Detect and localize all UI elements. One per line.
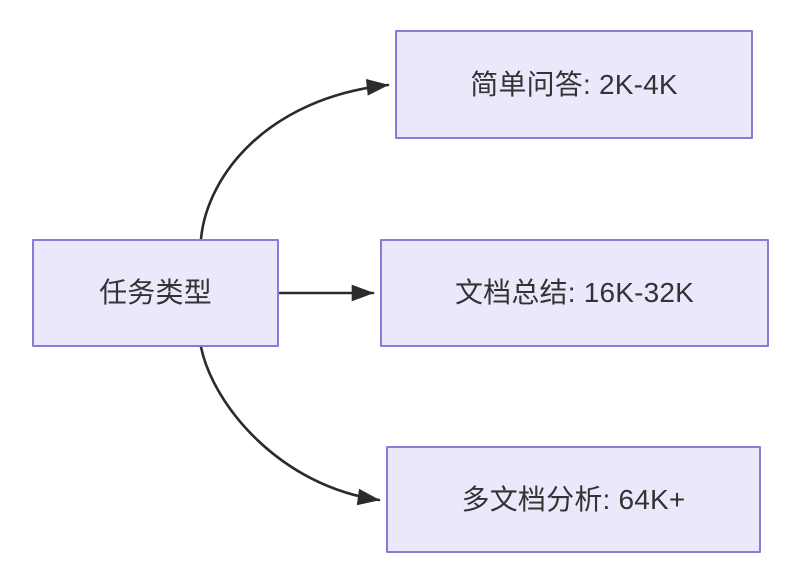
node-root-task-type[interactable]: 任务类型	[32, 239, 279, 347]
node-branch-simple-qa[interactable]: 简单问答: 2K-4K	[395, 30, 753, 139]
node-branch-label: 简单问答: 2K-4K	[470, 68, 678, 100]
node-branch-doc-summary[interactable]: 文档总结: 16K-32K	[380, 239, 769, 347]
node-branch-label: 多文档分析: 64K+	[461, 483, 686, 515]
edge-root-to-simple	[199, 79, 390, 241]
node-branch-multi-doc-analysis[interactable]: 多文档分析: 64K+	[386, 446, 761, 553]
edge-root-to-multi	[199, 345, 381, 506]
node-branch-label: 文档总结: 16K-32K	[454, 277, 695, 309]
node-root-label: 任务类型	[99, 277, 212, 309]
